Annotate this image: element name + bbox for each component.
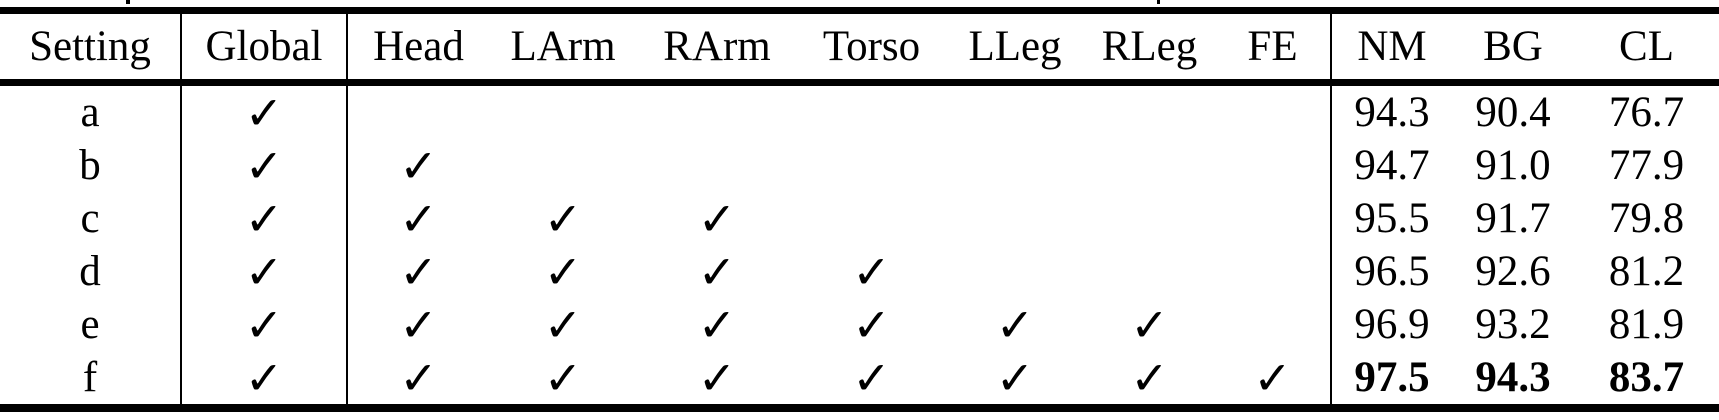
check-cell-lleg <box>946 86 1084 139</box>
col-header-rleg: RLeg <box>1084 14 1215 86</box>
check-cell-rleg <box>1084 192 1215 245</box>
value-cell-cl: 81.2 <box>1608 248 1685 295</box>
caption-remnant-mark <box>126 0 130 4</box>
value-cell-bg: 92.6 <box>1475 248 1551 295</box>
setting-cell: e <box>80 301 100 348</box>
check-cell-torso: ✓ <box>852 298 891 351</box>
check-cell-global: ✓ <box>180 86 346 139</box>
check-cell-global: ✓ <box>180 298 346 351</box>
check-cell-fe <box>1215 298 1330 351</box>
check-cell-larm <box>489 139 637 192</box>
check-cell-rarm <box>637 86 797 139</box>
setting-cell: a <box>80 89 100 136</box>
check-cell-larm: ✓ <box>543 245 583 298</box>
ablation-table: Setting Global Head LArm RArm Torso LLeg… <box>0 7 1719 412</box>
col-header-lleg: LLeg <box>946 14 1084 86</box>
check-cell-larm <box>489 86 637 139</box>
check-cell-head: ✓ <box>346 245 489 298</box>
check-cell-rleg <box>1084 86 1215 139</box>
value-cell-cl: 76.7 <box>1608 89 1685 136</box>
check-cell-torso <box>797 139 946 192</box>
value-cell-bg: 91.7 <box>1475 195 1551 242</box>
setting-cell: b <box>79 142 101 189</box>
table-row-f: f ✓ ✓ ✓ ✓ ✓ ✓ ✓ ✓ 97.5 94.3 83.7 <box>0 351 1719 404</box>
check-cell-rarm: ✓ <box>697 192 737 245</box>
check-cell-rleg: ✓ <box>1130 298 1169 351</box>
col-header-head: Head <box>346 14 489 86</box>
check-cell-global: ✓ <box>180 351 346 404</box>
check-cell-lleg <box>946 245 1084 298</box>
value-cell-nm: 96.5 <box>1330 245 1452 298</box>
table-row-a: a ✓ 94.3 90.4 76.7 <box>0 86 1719 139</box>
check-cell-fe <box>1215 139 1330 192</box>
setting-cell: d <box>79 248 101 295</box>
value-cell-cl: 83.7 <box>1608 354 1685 401</box>
table-row-d: d ✓ ✓ ✓ ✓ ✓ 96.5 92.6 81.2 <box>0 245 1719 298</box>
check-cell-lleg: ✓ <box>995 351 1035 404</box>
check-cell-torso <box>797 86 946 139</box>
value-cell-cl: 81.9 <box>1608 301 1685 348</box>
check-cell-fe <box>1215 192 1330 245</box>
check-cell-rarm: ✓ <box>697 351 737 404</box>
check-cell-global: ✓ <box>180 245 346 298</box>
setting-cell: c <box>80 195 100 242</box>
col-header-cl: CL <box>1574 14 1719 86</box>
check-cell-lleg <box>946 192 1084 245</box>
value-cell-bg: 91.0 <box>1475 142 1551 189</box>
table-header-row: Setting Global Head LArm RArm Torso LLeg… <box>0 14 1719 86</box>
setting-cell: f <box>82 354 98 401</box>
value-cell-bg: 93.2 <box>1475 301 1551 348</box>
value-cell-cl: 77.9 <box>1608 142 1685 189</box>
check-cell-larm: ✓ <box>543 298 583 351</box>
check-cell-rleg: ✓ <box>1130 351 1169 404</box>
check-cell-torso <box>797 192 946 245</box>
check-cell-rarm: ✓ <box>697 298 737 351</box>
check-cell-rarm <box>637 139 797 192</box>
value-cell-nm: 97.5 <box>1330 351 1452 404</box>
check-cell-fe <box>1215 86 1330 139</box>
value-cell-nm: 95.5 <box>1330 192 1452 245</box>
col-header-larm: LArm <box>489 14 637 86</box>
value-cell-bg: 94.3 <box>1475 354 1551 401</box>
value-cell-bg: 90.4 <box>1475 89 1551 136</box>
col-header-global: Global <box>180 14 346 86</box>
value-cell-nm: 94.3 <box>1330 86 1452 139</box>
check-cell-head: ✓ <box>346 351 489 404</box>
value-cell-nm: 96.9 <box>1330 298 1452 351</box>
check-cell-larm: ✓ <box>543 192 583 245</box>
check-cell-torso: ✓ <box>852 245 891 298</box>
col-header-nm: NM <box>1330 14 1452 86</box>
check-cell-larm: ✓ <box>543 351 583 404</box>
check-cell-lleg: ✓ <box>995 298 1035 351</box>
check-cell-rarm: ✓ <box>697 245 737 298</box>
col-header-torso: Torso <box>797 14 946 86</box>
value-cell-nm: 94.7 <box>1330 139 1452 192</box>
check-cell-head <box>346 86 489 139</box>
check-cell-lleg <box>946 139 1084 192</box>
check-cell-fe <box>1215 245 1330 298</box>
check-cell-rleg <box>1084 139 1215 192</box>
col-header-bg: BG <box>1452 14 1574 86</box>
caption-remnant-mark <box>1157 0 1160 4</box>
check-cell-head: ✓ <box>346 192 489 245</box>
col-header-fe: FE <box>1215 14 1330 86</box>
check-cell-global: ✓ <box>180 192 346 245</box>
check-cell-head: ✓ <box>346 298 489 351</box>
col-header-rarm: RArm <box>637 14 797 86</box>
check-cell-global: ✓ <box>180 139 346 192</box>
table-row-b: b ✓ ✓ 94.7 91.0 77.9 <box>0 139 1719 192</box>
check-cell-torso: ✓ <box>852 351 891 404</box>
table-row-e: e ✓ ✓ ✓ ✓ ✓ ✓ ✓ 96.9 93.2 81.9 <box>0 298 1719 351</box>
value-cell-cl: 79.8 <box>1608 195 1685 242</box>
check-cell-rleg <box>1084 245 1215 298</box>
check-cell-fe: ✓ <box>1253 351 1292 404</box>
table-row-c: c ✓ ✓ ✓ ✓ 95.5 91.7 79.8 <box>0 192 1719 245</box>
col-header-setting: Setting <box>0 14 180 86</box>
check-cell-head: ✓ <box>346 139 489 192</box>
